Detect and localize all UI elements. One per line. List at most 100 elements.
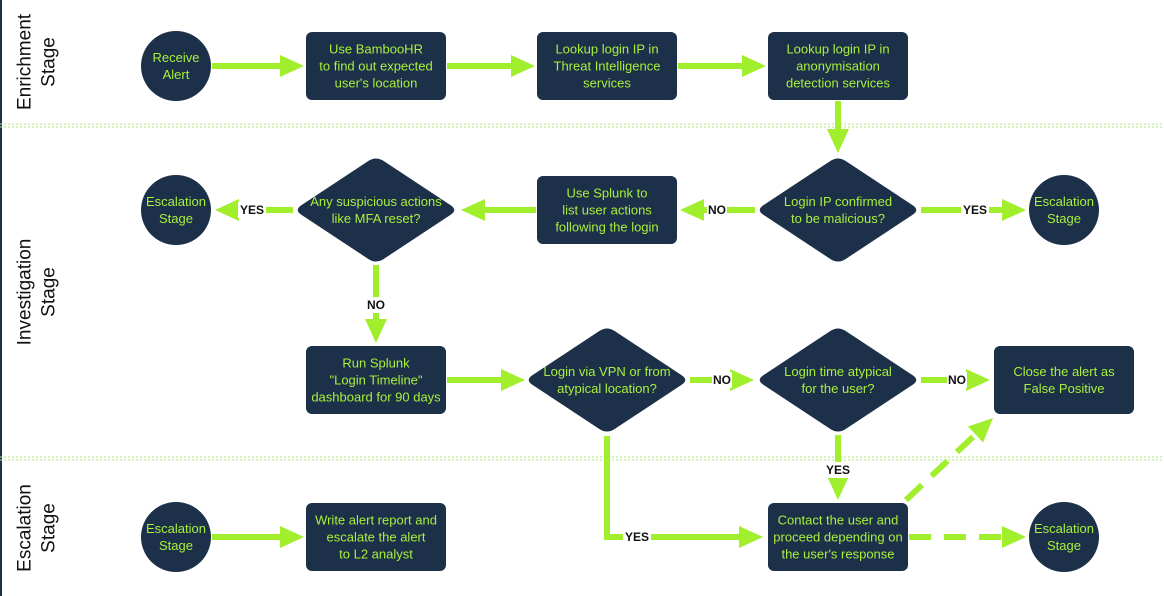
edge-label-text: NO: [713, 373, 731, 387]
edge-label: NO: [947, 372, 967, 388]
node-text-line: Alert: [163, 67, 190, 82]
edge-contact-to-escalation: [909, 526, 1026, 548]
node-shape-circle: [1029, 502, 1099, 572]
node-text-line: user's location: [335, 76, 418, 91]
node-text-line: Stage: [1047, 211, 1081, 226]
node-text-line: like MFA reset?: [332, 211, 421, 226]
node-shape-diamond: [297, 158, 455, 262]
node-anonymisation: Lookup login IP inanonymisationdetection…: [768, 32, 908, 100]
edge-contact-to-false-positive: [903, 418, 993, 503]
node-text-line: detection services: [786, 76, 891, 91]
edge-label: NO: [366, 297, 386, 313]
node-text-line: Receive: [153, 50, 200, 65]
node-text-line: Lookup login IP in: [786, 42, 889, 57]
edge-label-bg: [366, 297, 386, 313]
node-text-line: the user's response: [781, 547, 894, 562]
node-text-line: Escalation: [146, 194, 206, 209]
lane-label-line: Stage: [39, 267, 60, 317]
node-shape-circle: [141, 175, 211, 245]
node-login-timeline: Run Splunk"Login Timeline"dashboard for …: [306, 346, 446, 414]
node-text-line: proceed depending on: [773, 530, 902, 545]
edge-label-text: YES: [963, 203, 987, 217]
arrowhead: [365, 319, 387, 343]
arrowhead: [968, 418, 993, 443]
node-text-line: escalate the alert: [326, 530, 425, 545]
arrowhead: [742, 55, 766, 77]
node-text-line: "Login Timeline": [329, 373, 422, 388]
edge-anonymisation-to-ip-malicious: [827, 101, 849, 153]
node-text-line: to find out expected: [319, 59, 432, 74]
node-text-line: Lookup login IP in: [555, 42, 658, 57]
edge-threat-intel-to-anonymisation: [678, 55, 766, 77]
arrowhead: [827, 476, 849, 500]
edge-timeline-to-vpn: [447, 369, 525, 391]
arrowhead: [739, 526, 763, 548]
arrowhead: [280, 526, 304, 548]
edge-label-bg: [961, 202, 989, 218]
node-text-line: Escalation: [1034, 521, 1094, 536]
node-text-line: Escalation: [1034, 194, 1094, 209]
node-shape-diamond: [759, 158, 917, 262]
arrowhead: [511, 55, 535, 77]
edge-label-bg: [623, 529, 651, 545]
edge-label: YES: [238, 202, 266, 218]
node-contact-user: Contact the user and proceed depending on…: [768, 503, 908, 571]
node-shape-rect: [994, 346, 1134, 414]
node-text-line: Login IP confirmed: [784, 194, 892, 209]
node-text-line: Contact the user and: [778, 513, 899, 528]
node-shape-rect: [768, 32, 908, 100]
edge-label-bg: [238, 202, 266, 218]
arrowhead: [730, 369, 754, 391]
node-time-atypical: Login time atypical for the user?: [759, 328, 917, 432]
edge-label-text: NO: [367, 298, 385, 312]
node-text-line: following the login: [555, 220, 658, 235]
node-text-line: Stage: [1047, 538, 1081, 553]
edge-label: YES: [824, 462, 852, 478]
lane-label-line: Stage: [39, 37, 60, 87]
edge-label: NO: [712, 372, 732, 388]
edge-splunk-to-suspicious: [461, 199, 536, 221]
node-text-line: for the user?: [802, 381, 875, 396]
node-shape-circle: [141, 502, 211, 572]
node-text-line: to be malicious?: [791, 211, 885, 226]
node-text-line: Login time atypical: [784, 364, 892, 379]
edge-label-text: YES: [625, 530, 649, 544]
node-ip-malicious: Login IP confirmed to be malicious?: [759, 158, 917, 262]
node-text-line: Escalation: [146, 521, 206, 536]
node-text-line: Use BambooHR: [329, 42, 423, 57]
node-text-line: services: [583, 76, 631, 91]
lane-label-line: Stage: [39, 503, 60, 553]
edge-label-bg: [947, 372, 967, 388]
edge-label-text: NO: [948, 373, 966, 387]
node-text-line: Stage: [159, 211, 193, 226]
node-text-line: Any suspicious actions: [310, 194, 442, 209]
edge-label-text: YES: [826, 463, 850, 477]
edge-label-bg: [712, 372, 732, 388]
arrowhead: [461, 199, 485, 221]
node-text-line: False Positive: [1024, 381, 1105, 396]
lane-label-line: Investigation: [15, 239, 36, 346]
node-shape-rect: [537, 176, 677, 244]
arrowhead: [1002, 526, 1026, 548]
edge-label-bg: [707, 202, 727, 218]
edge-label: NO: [707, 202, 727, 218]
edge-line: [604, 436, 739, 540]
node-text-line: Use Splunk to: [567, 186, 648, 201]
edge-bamboohr-to-threat-intel: [447, 55, 535, 77]
edge-label-text: YES: [240, 203, 264, 217]
node-text-line: Login via VPN or from: [543, 364, 670, 379]
edge-label: YES: [961, 202, 989, 218]
node-text-line: Stage: [159, 538, 193, 553]
node-shape-rect: [306, 503, 446, 571]
edge-label-bg: [824, 462, 852, 478]
